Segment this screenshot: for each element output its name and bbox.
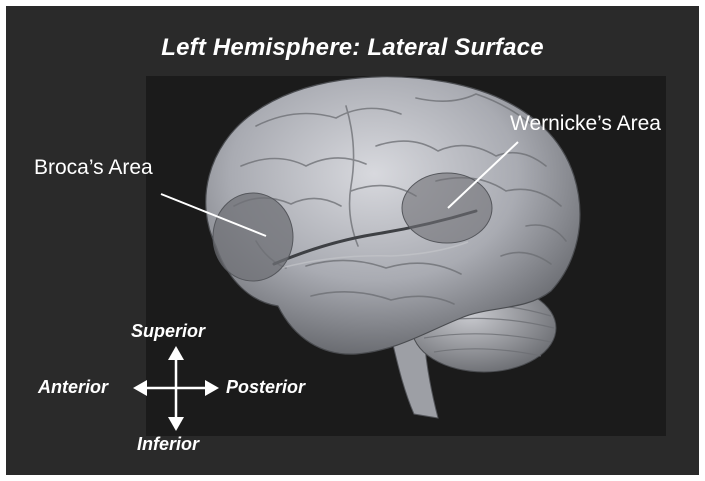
inferior-label: Inferior	[137, 434, 199, 455]
arrow-up-icon	[168, 346, 184, 360]
broca-area-label: Broca’s Area	[34, 156, 153, 180]
anterior-label: Anterior	[38, 377, 108, 398]
arrow-right-icon	[205, 380, 219, 396]
brain-illustration	[6, 6, 699, 475]
wernicke-area-label: Wernicke’s Area	[510, 112, 661, 136]
posterior-label: Posterior	[226, 377, 305, 398]
broca-area-highlight	[213, 193, 293, 281]
diagram-title: Left Hemisphere: Lateral Surface	[6, 34, 699, 62]
arrow-left-icon	[133, 380, 147, 396]
wernicke-area-highlight	[402, 173, 492, 243]
arrow-down-icon	[168, 417, 184, 431]
compass-arrows	[133, 346, 219, 431]
superior-label: Superior	[131, 321, 205, 342]
diagram-frame: Left Hemisphere: Lateral Surface Broca’s…	[6, 6, 699, 475]
